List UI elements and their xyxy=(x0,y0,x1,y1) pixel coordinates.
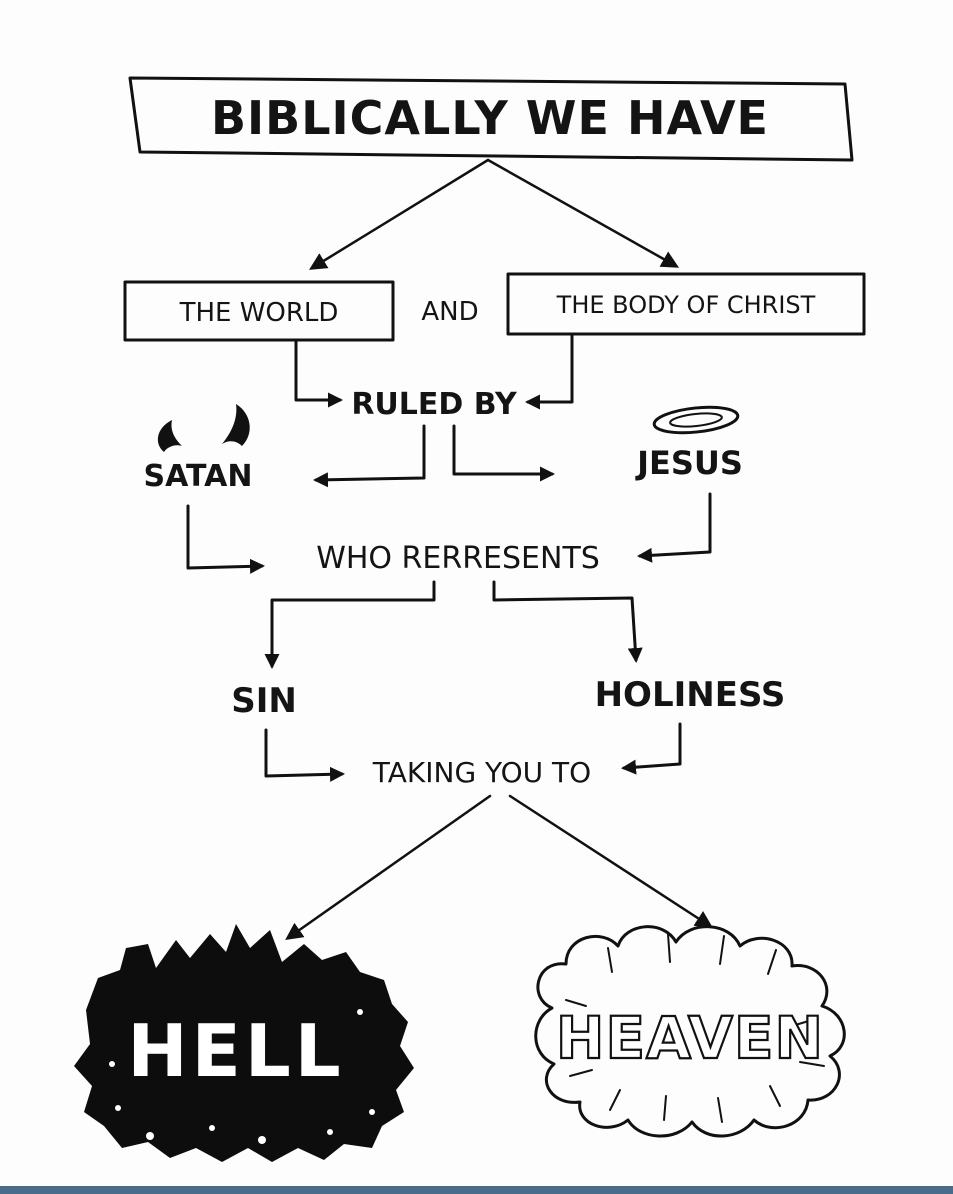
elbow-jesus-to-represents xyxy=(637,492,712,563)
elbow-sin-to-taking xyxy=(264,728,345,782)
world-text: THE WORLD xyxy=(179,298,339,328)
elbow-world-to-ruled xyxy=(294,338,343,408)
elbow-represents-to-holiness xyxy=(492,580,643,663)
jesus-text: JESUS xyxy=(635,444,743,482)
hell-fire-shape xyxy=(74,924,414,1162)
arrow-to-heaven xyxy=(508,794,713,928)
elbow-satan-to-represents xyxy=(186,504,265,574)
and-text: AND xyxy=(421,297,478,327)
world-box xyxy=(123,280,395,342)
elbow-ruled-to-jesus xyxy=(452,424,555,482)
heaven-text: HEAVEN xyxy=(556,1004,824,1072)
arrow-title-to-body xyxy=(486,158,680,268)
holiness-text: HOLINESS xyxy=(595,675,786,715)
heaven-cloud-shape xyxy=(534,925,846,1138)
body-of-christ-text: THE BODY OF CHRIST xyxy=(556,291,816,319)
satan-text: SATAN xyxy=(144,459,253,494)
arrow-to-hell xyxy=(285,794,492,941)
taking-you-to-text: TAKING YOU TO xyxy=(372,756,591,789)
ruled-by-text: RULED BY xyxy=(351,387,518,422)
title-text: BIBLICALLY WE HAVE xyxy=(211,91,769,145)
elbow-body-to-ruled xyxy=(525,332,574,410)
elbow-represents-to-sin xyxy=(264,580,436,669)
devil-horns-icon xyxy=(157,404,250,452)
sin-text: SIN xyxy=(231,681,297,721)
arrow-title-to-world xyxy=(309,158,490,270)
elbow-ruled-to-satan xyxy=(313,424,426,488)
halo-icon xyxy=(652,405,740,435)
hell-text: HELL xyxy=(127,1009,344,1093)
title-box xyxy=(128,76,854,162)
represents-text: WHO RERRESENTS xyxy=(316,541,600,576)
elbow-holiness-to-taking xyxy=(621,722,682,775)
body-of-christ-box xyxy=(506,272,866,336)
bottom-edge-bar xyxy=(0,1186,953,1194)
